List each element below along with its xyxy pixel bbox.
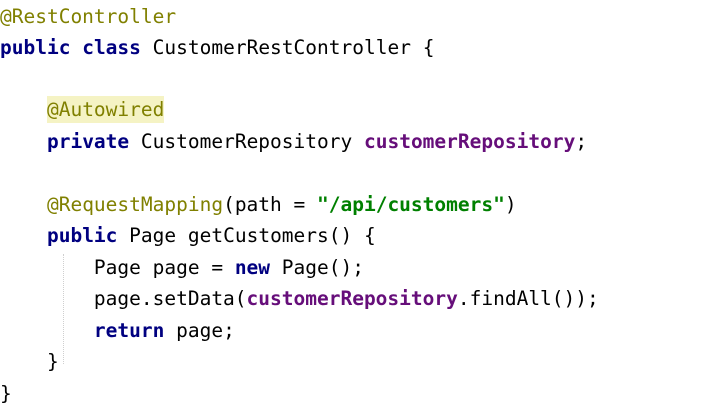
class-name: CustomerRestController	[152, 36, 411, 59]
public-keyword: public	[46, 224, 118, 247]
field-semicolon: ;	[575, 130, 588, 153]
method-close-brace: }	[46, 350, 59, 373]
rest-controller-annotation: @RestController	[0, 5, 177, 28]
return-value: page;	[176, 319, 235, 342]
code-line-6	[0, 157, 12, 188]
code-line-1: @RestController	[0, 1, 176, 32]
code-line-10: page.setData(customerRepository.findAll(…	[0, 283, 599, 314]
return-keyword: return	[93, 319, 165, 342]
code-line-11: return page;	[0, 315, 235, 346]
method-return-type: Page	[129, 224, 177, 247]
request-mapping-annotation: @RequestMapping	[46, 193, 224, 216]
method-signature: getCustomers() {	[187, 224, 376, 247]
new-keyword: new	[234, 256, 271, 279]
code-line-8: public Page getCustomers() {	[0, 220, 376, 251]
field-type: CustomerRepository	[140, 130, 353, 153]
autowired-annotation: @Autowired	[46, 96, 165, 123]
code-line-13: }	[0, 378, 12, 409]
code-line-4: @Autowired	[0, 94, 165, 125]
code-line-3	[0, 63, 12, 94]
repository-reference: customerRepository	[246, 287, 458, 310]
class-keyword: class	[82, 36, 141, 59]
class-close-brace: }	[0, 382, 12, 405]
mapping-args-prefix: (path =	[223, 193, 317, 216]
mapping-args-suffix: )	[504, 193, 517, 216]
code-line-2: public class CustomerRestController {	[0, 32, 434, 63]
code-line-5: private CustomerRepository customerRepos…	[0, 126, 587, 157]
set-data-prefix: page.setData(	[93, 287, 247, 310]
private-keyword: private	[46, 130, 130, 153]
class-open-brace: {	[422, 36, 435, 59]
public-keyword: public	[0, 36, 71, 59]
indent-guide	[63, 254, 64, 364]
local-declaration: Page page =	[93, 256, 235, 279]
field-name: customerRepository	[363, 130, 576, 153]
mapping-path-string: "/api/customers"	[317, 193, 505, 216]
constructor-call: Page();	[281, 256, 364, 279]
code-line-9: Page page = new Page();	[0, 252, 364, 283]
code-line-7: @RequestMapping(path = "/api/customers")	[0, 189, 517, 220]
code-line-12: }	[0, 346, 59, 377]
set-data-suffix: .findAll());	[457, 287, 599, 310]
